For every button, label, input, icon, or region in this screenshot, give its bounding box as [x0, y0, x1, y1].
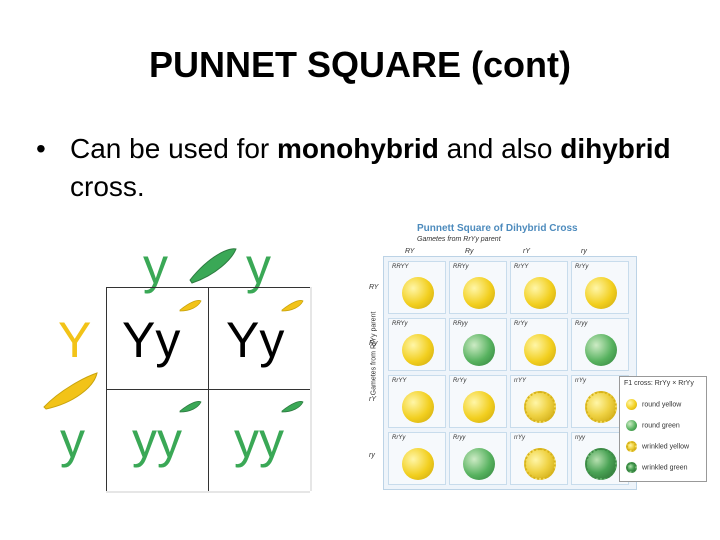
side-allele-2: y	[60, 412, 85, 468]
round-yellow-pea-icon	[402, 391, 434, 423]
dihybrid-subtitle: Gametes from RrYy parent	[417, 236, 501, 243]
bullet-text-post: cross.	[70, 171, 145, 202]
dihybrid-cell: RrYy	[449, 375, 507, 428]
cell-genotype: RRYy	[453, 264, 469, 270]
legend-title: F1 cross: RrYy × RrYy	[624, 380, 694, 387]
col-gamete: rY	[523, 248, 530, 255]
bullet-icon: •	[36, 133, 46, 164]
yellow-pod-icon	[281, 300, 304, 312]
dihybrid-punnett-figure: Punnett Square of Dihybrid Cross Gametes…	[355, 220, 707, 490]
dihybrid-cell: RRYY	[388, 261, 446, 314]
cell-genotype: Yy	[122, 312, 181, 368]
wrinkled-yellow-pea-icon	[585, 391, 617, 423]
dihybrid-cell: RrYy	[571, 261, 629, 314]
round-yellow-pea-icon	[463, 391, 495, 423]
green-pod-icon	[179, 401, 202, 413]
cell-genotype: RRyy	[453, 321, 468, 327]
cell-genotype: RrYy	[392, 435, 406, 441]
dihybrid-cell: RrYY	[510, 261, 568, 314]
dihybrid-cell: RRyy	[449, 318, 507, 371]
bullet-text-mid: and also	[438, 133, 561, 164]
top-allele-1: y	[143, 238, 168, 294]
dihybrid-title: Punnett Square of Dihybrid Cross	[417, 223, 578, 234]
grid-divider	[208, 287, 209, 491]
dihybrid-cell: rrYy	[510, 432, 568, 485]
legend-item: wrinkled green	[626, 462, 688, 473]
grid-divider	[106, 491, 310, 493]
phenotype-legend: F1 cross: RrYy × RrYy round yellow round…	[619, 376, 707, 482]
cell-genotype: RRYy	[392, 321, 408, 327]
round-yellow-pea-icon	[402, 334, 434, 366]
legend-item: round green	[626, 420, 680, 431]
cell-genotype: RrYY	[392, 378, 407, 384]
round-yellow-pea-icon	[524, 277, 556, 309]
round-yellow-pea-icon	[402, 277, 434, 309]
col-gamete: ry	[581, 248, 587, 255]
dihybrid-cell: RrYY	[388, 375, 446, 428]
wrinkled-green-pea-icon	[626, 462, 637, 473]
cell-genotype: RRYY	[392, 264, 409, 270]
col-gamete: RY	[405, 248, 415, 255]
bullet-bold-monohybrid: monohybrid	[277, 133, 439, 164]
round-green-pea-icon	[585, 334, 617, 366]
dihybrid-cell: RRYy	[388, 318, 446, 371]
grid-divider	[310, 287, 312, 491]
cell-genotype: rrYY	[514, 378, 526, 384]
cell-genotype: RrYy	[575, 264, 589, 270]
cell-genotype: RrYY	[514, 264, 529, 270]
dihybrid-cell: RrYy	[388, 432, 446, 485]
cell-genotype: RrYy	[453, 378, 467, 384]
dihybrid-cell: RrYy	[510, 318, 568, 371]
cell-genotype: Rryy	[575, 321, 588, 327]
row-gamete: RY	[369, 284, 379, 291]
green-pod-icon	[281, 401, 304, 413]
round-yellow-pea-icon	[626, 399, 637, 410]
dihybrid-cell: Rryy	[449, 432, 507, 485]
cell-genotype: Yy	[226, 312, 285, 368]
side-allele-1: Y	[58, 312, 92, 368]
cell-genotype: Rryy	[453, 435, 466, 441]
bullet-text: Can be used for monohybrid and also dihy…	[70, 130, 690, 206]
round-yellow-pea-icon	[585, 277, 617, 309]
bullet-bold-dihybrid: dihybrid	[560, 133, 671, 164]
dihybrid-cell: RRYy	[449, 261, 507, 314]
round-green-pea-icon	[463, 334, 495, 366]
wrinkled-yellow-pea-icon	[626, 441, 637, 452]
yellow-pod-icon	[179, 300, 202, 312]
cell-genotype: RrYy	[514, 321, 528, 327]
row-gamete: Ry	[369, 340, 378, 347]
round-yellow-pea-icon	[463, 277, 495, 309]
round-green-pea-icon	[463, 448, 495, 480]
cell-genotype: yy	[132, 412, 182, 468]
round-yellow-pea-icon	[402, 448, 434, 480]
bullet-text-pre: Can be used for	[70, 133, 278, 164]
cell-genotype: rrYy	[514, 435, 525, 441]
dihybrid-side-label: Gametes from RrYy parent	[370, 311, 378, 396]
col-gamete: Ry	[465, 248, 474, 255]
top-allele-2: y	[246, 238, 271, 294]
wrinkled-yellow-pea-icon	[524, 391, 556, 423]
row-gamete: ry	[369, 452, 375, 459]
legend-item: wrinkled yellow	[626, 441, 689, 452]
dihybrid-cell: Rryy	[571, 318, 629, 371]
cell-genotype: yy	[234, 412, 284, 468]
slide-title: PUNNET SQUARE (cont)	[149, 44, 571, 85]
pea-pod-illustrations	[43, 248, 304, 413]
dihybrid-cell: rrYY	[510, 375, 568, 428]
wrinkled-green-pea-icon	[585, 448, 617, 480]
round-yellow-pea-icon	[524, 334, 556, 366]
row-gamete: rY	[369, 396, 376, 403]
wrinkled-yellow-pea-icon	[524, 448, 556, 480]
cell-genotype: rrYy	[575, 378, 586, 384]
legend-item: round yellow	[626, 399, 681, 410]
green-pod-icon	[189, 248, 237, 284]
monohybrid-punnett-square: y y Y y Yy Yy yy yy	[40, 235, 315, 495]
yellow-pod-icon	[43, 372, 98, 410]
cell-genotype: rryy	[575, 435, 585, 441]
round-green-pea-icon	[626, 420, 637, 431]
